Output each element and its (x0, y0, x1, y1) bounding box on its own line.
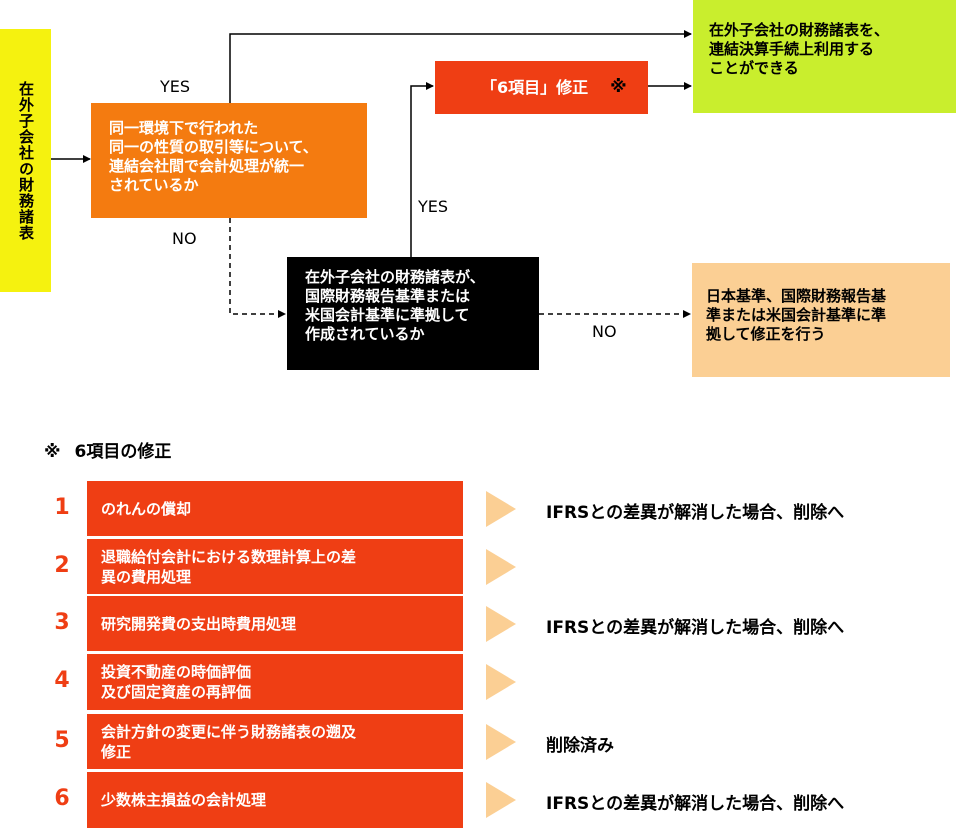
arrow-triangle-icon (486, 664, 516, 700)
note-item-box: 研究開発費の支出時費用処理 (87, 596, 463, 651)
note-item-number: 1 (54, 494, 70, 520)
note-mark: ※ (44, 442, 61, 462)
note-item-label: のれんの償却 (101, 499, 192, 518)
arrow-triangle-icon (486, 605, 516, 642)
arrow-triangle-icon (486, 548, 516, 585)
jp-gaap-node: 日本基準、国際財務報告基 準または米国会計基準に準 拠して修正を行う (692, 263, 950, 377)
start-node: 在外子会社の財務諸表 (0, 29, 51, 292)
fix6-label: 「6項目」修正 (481, 78, 589, 97)
note-item-number: 2 (54, 552, 70, 578)
note-item-box: のれんの償却 (87, 481, 463, 536)
arrow-q1-no-to-q2 (229, 218, 286, 318)
note-item-label: 会計方針の変更に伴う財務諸表の遡及 修正 (101, 722, 357, 761)
note-item-box: 投資不動産の時価評価 及び固定資産の再評価 (87, 654, 463, 710)
note-item-number: 6 (54, 786, 70, 811)
note-item-box: 会計方針の変更に伴う財務諸表の遡及 修正 (87, 714, 463, 769)
no-label-1: NO (172, 229, 197, 248)
question1-node: 同一環境下で行われた 同一の性質の取引等について、 連結会社間で会計処理が統一 … (91, 103, 367, 218)
result-text: 在外子会社の財務諸表を、 連結決算手続上利用する ことができる (709, 21, 890, 77)
arrow-q1-yes-to-result (229, 30, 692, 103)
note-item-box: 少数株主損益の会計処理 (87, 772, 463, 828)
note-item-status: IFRSとの差異が解消した場合、削除へ (546, 502, 845, 523)
yes-label-2: YES (418, 197, 449, 216)
note-title-text: 6項目の修正 (74, 442, 172, 462)
note-item-label: 研究開発費の支出時費用処理 (101, 614, 297, 633)
question2-node: 在外子会社の財務諸表が、 国際財務報告基準または 米国会計基準に準拠して 作成さ… (287, 257, 539, 370)
note-item-label: 退職給付会計における数理計算上の差 異の費用処理 (101, 547, 357, 586)
jp-gaap-text: 日本基準、国際財務報告基 準または米国会計基準に準 拠して修正を行う (706, 287, 887, 343)
note-item-status: 削除済み (546, 735, 614, 756)
fix6-mark: ※ (610, 77, 627, 97)
result-node: 在外子会社の財務諸表を、 連結決算手続上利用する ことができる (693, 0, 956, 113)
no-label-2: NO (592, 322, 617, 341)
note-item-box: 退職給付会計における数理計算上の差 異の費用処理 (87, 539, 463, 594)
fix6-node: 「6項目」修正 ※ (435, 61, 648, 114)
note-item-number: 5 (54, 727, 70, 753)
yes-label-1: YES (160, 77, 191, 96)
question1-text: 同一環境下で行われた 同一の性質の取引等について、 連結会社間で会計処理が統一 … (109, 119, 318, 194)
note-title: ※ 6項目の修正 (44, 437, 185, 462)
arrow-triangle-icon (486, 723, 516, 760)
question2-text: 在外子会社の財務諸表が、 国際財務報告基準または 米国会計基準に準拠して 作成さ… (305, 268, 485, 343)
note-item-label: 投資不動産の時価評価 及び固定資産の再評価 (101, 663, 252, 701)
arrow-triangle-icon (486, 490, 516, 527)
note-item-number: 3 (54, 609, 70, 635)
note-item-status: IFRSとの差異が解消した場合、削除へ (546, 617, 845, 638)
arrow-q2-yes-to-fix6 (410, 82, 434, 257)
note-item-number: 4 (54, 668, 70, 693)
arrow-triangle-icon (486, 782, 516, 818)
note-item-label: 少数株主損益の会計処理 (101, 791, 267, 809)
note-item-status: IFRSとの差異が解消した場合、削除へ (546, 794, 845, 814)
